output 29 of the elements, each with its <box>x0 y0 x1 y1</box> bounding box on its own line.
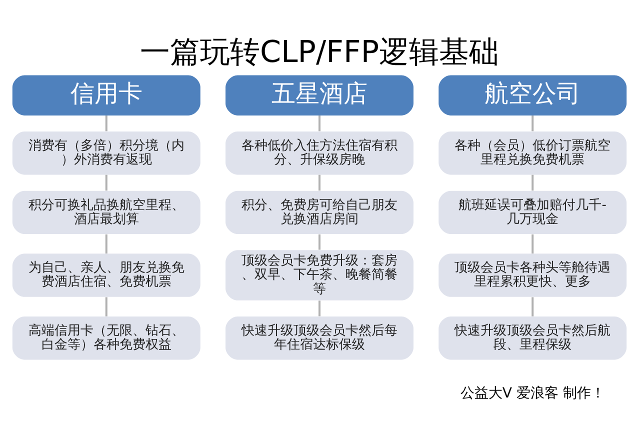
node-box: 为自己、亲人、朋友兑换免费酒店住宿、免费机票 <box>12 253 200 296</box>
connector <box>318 174 320 190</box>
node-box: 消费有（多倍）积分境（内）外消费有返现 <box>12 131 200 174</box>
node-box: 各种低价入住方法住宿有积分、升保级房晚 <box>226 131 414 174</box>
node-box: 航空公司 <box>438 74 627 115</box>
node-box: 顶级会员卡免费升级：套房、双早、下午茶、晚餐简餐等 <box>226 250 414 300</box>
node-box: 信用卡 <box>12 74 200 115</box>
connector <box>532 115 534 131</box>
connector <box>532 174 534 190</box>
node-box: 各种（会员）低价订票航空里程兑换免费机票 <box>438 131 627 174</box>
connector <box>318 115 320 131</box>
connector <box>105 296 108 316</box>
node-box: 航班延误可叠加赔付几千-几万现金 <box>438 190 627 234</box>
connector <box>532 234 534 253</box>
node-box: 高端信用卡（无限、钻石、白金等）各种免费权益 <box>12 316 200 360</box>
connector <box>105 115 108 131</box>
node-box: 积分可换礼品换航空里程、酒店最划算 <box>12 190 200 234</box>
node-box: 快速升级顶级会员卡然后每年住宿达标保级 <box>226 316 414 360</box>
connector <box>532 296 534 316</box>
connector <box>318 234 320 250</box>
connector <box>105 174 108 190</box>
node-box: 顶级会员卡各种头等舱待遇里程累积更快、更多 <box>438 253 627 296</box>
label: 公益大V 爱浪客 制作！ <box>460 385 605 402</box>
node-box: 快速升级顶级会员卡然后航段、里程保级 <box>438 316 627 360</box>
connector <box>318 300 320 316</box>
node-box: 积分、免费房可给自己朋友兑换酒店房间 <box>226 190 414 234</box>
connector <box>105 234 108 253</box>
diagram-title: 一篇玩转CLP/FFP逻辑基础 <box>140 34 500 70</box>
node-box: 五星酒店 <box>226 74 414 115</box>
